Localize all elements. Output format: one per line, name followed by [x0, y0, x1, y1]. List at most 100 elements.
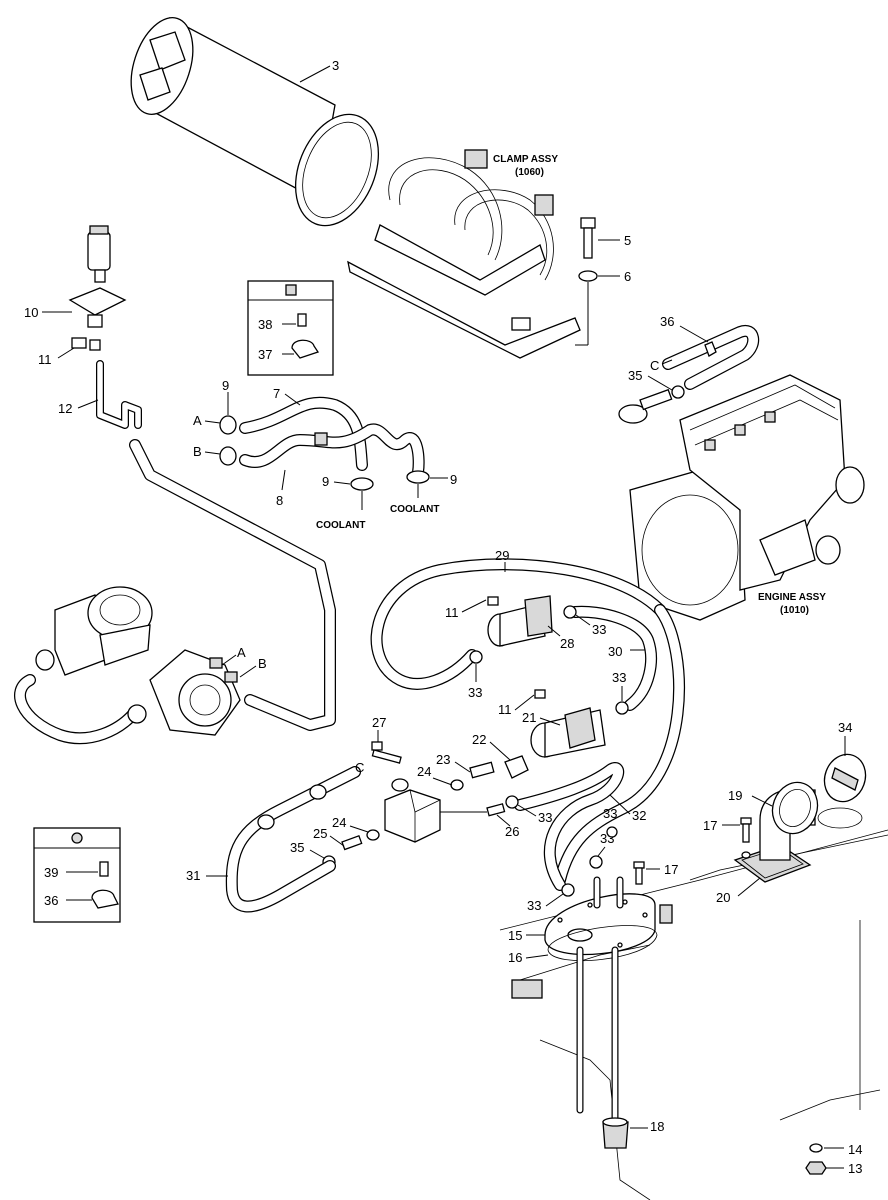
callout-9b: 9	[322, 474, 329, 489]
callout-28: 28	[560, 636, 574, 651]
letter-b-1: B	[193, 444, 202, 459]
clamp-33-26	[505, 795, 519, 809]
washer-6	[578, 270, 598, 282]
clamp-33-upper	[606, 826, 618, 838]
letter-c-2: C	[355, 760, 364, 775]
connector-23	[469, 761, 495, 779]
clip-36	[704, 341, 717, 357]
solenoid-valve-21	[530, 689, 606, 758]
washer-14	[809, 1143, 823, 1153]
square-symbol-icon	[285, 284, 297, 296]
callout-32: 32	[632, 808, 646, 823]
callout-24b: 24	[332, 815, 346, 830]
callout-5: 5	[624, 233, 631, 248]
fitting-26	[486, 803, 506, 817]
callout-29: 29	[495, 548, 509, 563]
clamp-33-left	[469, 650, 483, 664]
filter-valve-assembly	[68, 225, 127, 351]
thermostat-fitting	[618, 388, 673, 424]
callout-26: 26	[505, 824, 519, 839]
bolt-17-sender	[633, 861, 645, 885]
clamp-assy-ref: (1060)	[515, 167, 544, 178]
hose-junction	[314, 432, 328, 446]
mixer-assembly	[127, 649, 241, 736]
circle-symbol-icon	[71, 832, 83, 844]
letter-c-1: C	[650, 358, 659, 373]
clamp-33-sender	[589, 855, 603, 869]
coolant-label-1: COOLANT	[316, 520, 365, 531]
engine-assy	[629, 374, 865, 621]
callout-35b: 35	[290, 840, 304, 855]
engine-assy-label: ENGINE ASSY	[758, 592, 826, 603]
callout-20: 20	[716, 890, 730, 905]
callout-38: 38	[258, 317, 272, 332]
clamp-33-mid	[615, 701, 629, 715]
callout-10: 10	[24, 305, 38, 320]
callout-36b: 36	[44, 893, 58, 908]
callout-9c: 9	[450, 472, 457, 487]
callout-24a: 24	[417, 764, 431, 779]
nut-13	[805, 1161, 827, 1175]
callout-33b: 33	[468, 685, 482, 700]
callout-16: 16	[508, 950, 522, 965]
callout-33d: 33	[538, 810, 552, 825]
fuel-filter-28	[487, 595, 553, 647]
coolant-label-2: COOLANT	[390, 504, 439, 515]
fitting-27	[371, 741, 402, 764]
clamp-assy	[347, 149, 581, 359]
callout-34: 34	[838, 720, 852, 735]
vaporizer-regulator	[35, 586, 153, 676]
callout-25: 25	[313, 826, 327, 841]
manifold-block	[384, 778, 441, 843]
callout-13: 13	[848, 1161, 862, 1176]
hose-clamp-31b	[309, 784, 327, 800]
strainer-18	[602, 1117, 629, 1149]
callout-14: 14	[848, 1142, 862, 1157]
callout-17a: 17	[703, 818, 717, 833]
inset-box-bottom	[33, 827, 121, 923]
o-ring-24-top	[450, 779, 464, 791]
callout-9a: 9	[222, 378, 229, 393]
callout-12: 12	[58, 401, 72, 416]
callout-27: 27	[372, 715, 386, 730]
callout-30: 30	[608, 644, 622, 659]
callout-18: 18	[650, 1119, 664, 1134]
nipple-25	[341, 835, 363, 851]
callout-15: 15	[508, 928, 522, 943]
clamp-assy-label: CLAMP ASSY	[493, 154, 558, 165]
callout-19: 19	[728, 788, 742, 803]
clamp-33-top	[563, 605, 577, 619]
callout-3: 3	[332, 58, 339, 73]
bolt-17-filler	[740, 817, 752, 843]
callout-35a: 35	[628, 368, 642, 383]
callout-36a: 36	[660, 314, 674, 329]
callout-33a: 33	[592, 622, 606, 637]
callout-37: 37	[258, 347, 272, 362]
o-ring-24-bottom	[366, 829, 380, 841]
bolt-5	[580, 217, 596, 259]
callout-11c: 11	[498, 702, 512, 717]
clamp-35	[671, 385, 685, 399]
filler-bolt-hole	[741, 851, 751, 859]
letter-a-2: A	[237, 645, 246, 660]
callout-7: 7	[273, 386, 280, 401]
hose-clamps-9	[219, 415, 430, 491]
engine-assy-ref: (1010)	[780, 605, 809, 616]
callout-6: 6	[624, 269, 631, 284]
filler-cap-34	[823, 753, 867, 803]
callout-22: 22	[472, 732, 486, 747]
callout-33c: 33	[612, 670, 626, 685]
callout-11a: 11	[38, 352, 52, 367]
fitting-22	[504, 755, 529, 779]
filler-neck-19	[759, 781, 819, 861]
callout-31: 31	[186, 868, 200, 883]
lpg-tank	[130, 17, 380, 227]
inset-box-top	[247, 280, 334, 376]
sender-plate-15	[544, 893, 656, 956]
callout-8: 8	[276, 493, 283, 508]
callout-23: 23	[436, 752, 450, 767]
gasket-16	[547, 925, 658, 962]
hose-clamp-31a	[257, 814, 275, 830]
callout-21: 21	[522, 710, 536, 725]
letter-a-1: A	[193, 413, 202, 428]
